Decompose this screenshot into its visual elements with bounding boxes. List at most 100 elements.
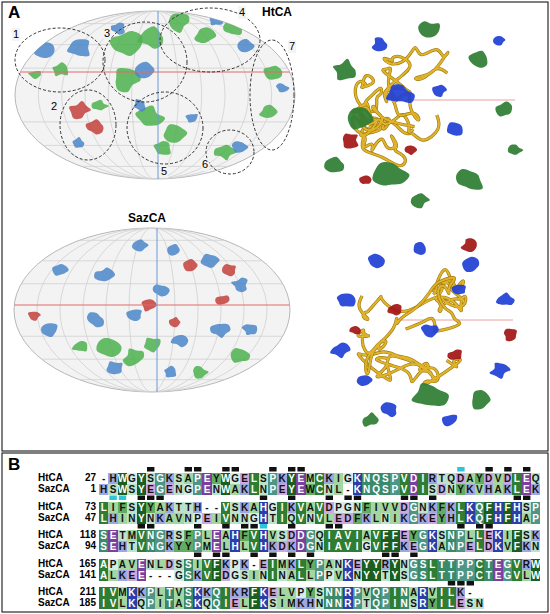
residue: N xyxy=(184,513,193,524)
residue: I xyxy=(99,598,108,609)
surface-blob xyxy=(330,343,350,359)
residue: V xyxy=(137,530,146,541)
residue: K xyxy=(193,598,202,609)
residue: L xyxy=(428,570,437,581)
aligned-sequence: ALKEE---GSKVFDGSININALLPPVKNYYTYSGSLTTPP… xyxy=(99,570,540,581)
protein-structure xyxy=(330,238,517,427)
conservation-mark xyxy=(448,581,455,586)
residue: P xyxy=(531,502,540,513)
residue: E xyxy=(296,473,305,484)
residue: D xyxy=(296,530,305,541)
map-parallel xyxy=(14,260,290,261)
residue: Y xyxy=(362,559,371,570)
cluster-number: 4 xyxy=(238,6,246,19)
residue: K xyxy=(362,513,371,524)
residue: G xyxy=(230,570,239,581)
residue: L xyxy=(334,484,343,495)
residue: W xyxy=(221,473,230,484)
panel-letter: B xyxy=(8,455,20,475)
conservation-mark xyxy=(138,496,145,501)
residue: I xyxy=(353,541,362,552)
residue: K xyxy=(353,473,362,484)
conservation-mark xyxy=(232,467,239,472)
residue: V xyxy=(475,484,484,495)
residue: G xyxy=(155,530,164,541)
residue: K xyxy=(353,484,362,495)
residue: K xyxy=(259,587,268,598)
residue: L xyxy=(296,570,305,581)
surface-blob xyxy=(132,240,149,252)
residue: T xyxy=(381,570,390,581)
residue: K xyxy=(277,473,286,484)
sequence-name: SazCA xyxy=(38,597,70,609)
surface-blob xyxy=(387,304,401,315)
residue: V xyxy=(400,473,409,484)
residue: V xyxy=(137,541,146,552)
surface-blob xyxy=(210,324,231,338)
sequence-name: SazCA xyxy=(38,540,70,552)
residue: I xyxy=(324,541,333,552)
map-axis xyxy=(158,11,159,179)
residue: G xyxy=(155,473,164,484)
residue: W xyxy=(531,570,540,581)
residue: I xyxy=(390,587,399,598)
cluster-number: 6 xyxy=(201,158,209,171)
residue: E xyxy=(212,541,221,552)
residue: K xyxy=(287,559,296,570)
residue: S xyxy=(522,530,531,541)
residue: Q xyxy=(315,530,324,541)
residue: N xyxy=(353,570,362,581)
residue: K xyxy=(155,513,164,524)
residue: I xyxy=(418,473,427,484)
residue: I xyxy=(418,484,427,495)
residue: L xyxy=(240,598,249,609)
surface-blob xyxy=(496,292,515,305)
conservation-mark xyxy=(307,553,314,558)
protein-ribbon xyxy=(358,278,459,374)
protein-ribbon xyxy=(383,47,448,119)
residue: F xyxy=(249,587,258,598)
residue: S xyxy=(522,502,531,513)
residue: V xyxy=(493,473,502,484)
surface-blob xyxy=(135,62,155,78)
residue: V xyxy=(315,513,324,524)
residue: E xyxy=(165,484,174,495)
residue: L xyxy=(99,513,108,524)
residue: L xyxy=(512,473,521,484)
residue: K xyxy=(465,502,474,513)
residue: S xyxy=(268,598,277,609)
residue: A xyxy=(334,541,343,552)
residue: L xyxy=(306,570,315,581)
residue: V xyxy=(108,587,117,598)
residue: Y xyxy=(184,541,193,552)
residue: C xyxy=(475,559,484,570)
residue: D xyxy=(400,502,409,513)
surface-blob xyxy=(493,36,505,46)
residue: N xyxy=(306,513,315,524)
sequence-name: SazCA xyxy=(38,512,70,524)
surface-blob xyxy=(462,257,479,272)
residue: H xyxy=(259,502,268,513)
residue: F xyxy=(390,530,399,541)
residue: L xyxy=(522,570,531,581)
residue: Y xyxy=(137,502,146,513)
residue: V xyxy=(202,559,211,570)
conservation-mark xyxy=(457,524,464,529)
residue: - xyxy=(465,587,474,598)
residue: N xyxy=(146,541,155,552)
residue: Q xyxy=(212,587,221,598)
aligned-sequence: IVMKKPLTVSKKQIKRFKELVPYSNNRPVQPINARVILK- xyxy=(99,587,475,598)
panel-frame xyxy=(2,453,548,612)
residue: P xyxy=(334,502,343,513)
conservation-mark xyxy=(429,496,436,501)
residue: E xyxy=(137,559,146,570)
surface-blob xyxy=(41,323,57,337)
map-globe xyxy=(14,228,290,392)
map-meridian xyxy=(83,228,221,392)
residue: V xyxy=(512,570,521,581)
residue: V xyxy=(108,598,117,609)
residue: S xyxy=(127,502,136,513)
map-meridian xyxy=(62,11,249,179)
residue: F xyxy=(390,541,399,552)
residue: N xyxy=(230,513,239,524)
